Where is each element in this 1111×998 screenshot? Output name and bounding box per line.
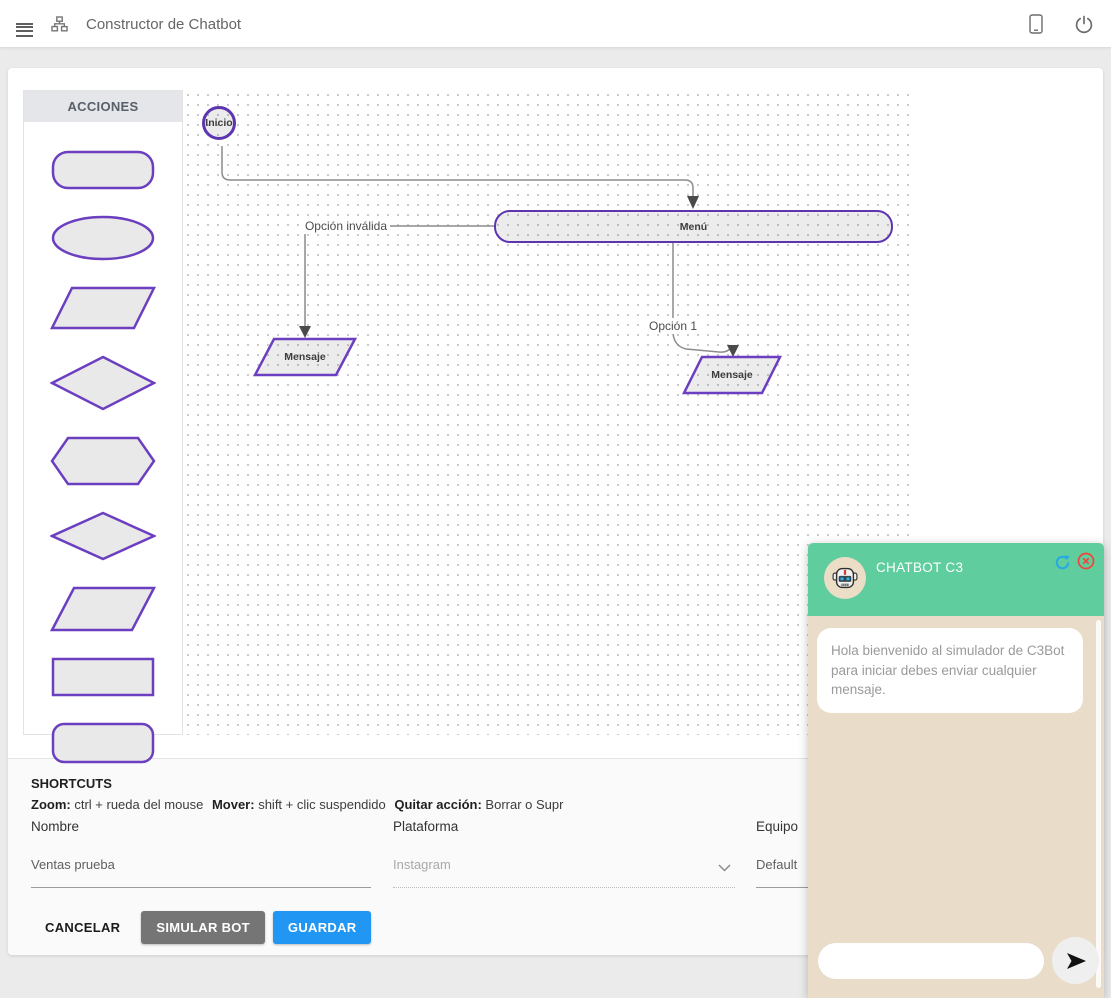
field-equipo-label: Equipo <box>756 819 799 834</box>
shape-rounded-rectangle[interactable] <box>51 150 155 190</box>
top-navbar: Constructor de Chatbot <box>0 0 1111 48</box>
send-button[interactable] <box>1052 937 1099 984</box>
chat-message-input[interactable] <box>818 943 1044 979</box>
page-title: Constructor de Chatbot <box>86 15 242 33</box>
chevron-down-icon[interactable] <box>718 859 731 877</box>
flow-node-mensaje-2[interactable]: Mensaje <box>681 355 783 395</box>
refresh-icon[interactable] <box>1054 554 1071 576</box>
shape-parallelogram-2[interactable] <box>50 586 156 632</box>
shape-ellipse[interactable] <box>51 215 155 261</box>
shape-hexagon[interactable] <box>50 436 156 486</box>
robot-icon <box>832 567 858 589</box>
actions-palette: ACCIONES <box>23 90 183 764</box>
nombre-underline <box>31 887 371 888</box>
plataforma-underline <box>393 887 735 888</box>
flow-node-label: Mensaje <box>711 369 753 381</box>
shortcuts-title: SHORTCUTS <box>31 776 112 791</box>
shortcut-value: ctrl + rueda del mouse <box>74 797 204 812</box>
shortcut-value: Borrar o Supr <box>485 797 564 812</box>
flow-node-inicio[interactable]: Inicio <box>202 106 236 140</box>
shortcut-key: Quitar acción: <box>394 797 482 812</box>
field-plataforma: Plataforma Instagram <box>393 819 735 899</box>
shape-diamond[interactable] <box>50 355 156 411</box>
save-button[interactable]: GUARDAR <box>272 911 372 944</box>
flow-edges <box>221 146 739 357</box>
flow-node-label: Mensaje <box>284 351 326 363</box>
power-logout-icon[interactable] <box>1075 15 1093 34</box>
bot-message-bubble: Hola bienvenido al simulador de C3Bot pa… <box>817 628 1083 713</box>
bot-avatar <box>824 557 866 599</box>
edge-label-opcion-1: Opción 1 <box>645 318 701 334</box>
chat-scrollbar[interactable] <box>1096 620 1101 988</box>
simulate-bot-button[interactable]: SIMULAR BOT <box>141 911 265 944</box>
shape-parallelogram[interactable] <box>50 286 156 330</box>
field-nombre: Nombre <box>31 819 371 899</box>
shortcut-key: Zoom: <box>31 797 71 812</box>
action-buttons-row: CANCELAR SIMULAR BOT GUARDAR <box>34 911 372 944</box>
shape-wide-diamond[interactable] <box>50 511 156 561</box>
close-icon[interactable] <box>1077 552 1095 575</box>
flow-node-menu[interactable]: Menú <box>494 210 893 243</box>
shortcut-key: Mover: <box>211 797 255 812</box>
menu-hamburger-icon[interactable] <box>16 21 33 37</box>
shortcuts-line: Zoom: ctrl + rueda del mouse Mover: shif… <box>31 797 568 812</box>
flow-node-label: Menú <box>679 220 708 233</box>
field-nombre-label: Nombre <box>31 819 80 834</box>
shape-rectangle[interactable] <box>51 657 155 697</box>
actions-palette-title: ACCIONES <box>24 91 182 122</box>
chat-title: CHATBOT C3 <box>876 560 964 575</box>
send-icon <box>1066 952 1086 969</box>
equipo-select[interactable]: Default <box>756 857 798 872</box>
shortcut-value: shift + clic suspendido <box>258 797 386 812</box>
mobile-preview-icon[interactable] <box>1029 14 1043 34</box>
chat-header: CHATBOT C3 <box>808 543 1104 616</box>
shape-rounded-rectangle-2[interactable] <box>51 722 155 764</box>
cancel-button[interactable]: CANCELAR <box>34 911 131 944</box>
field-plataforma-label: Plataforma <box>393 819 459 834</box>
flow-canvas[interactable]: Inicio Menú Mensaje Mensaje Opción invál… <box>183 90 915 735</box>
chat-body: Hola bienvenido al simulador de C3Bot pa… <box>808 616 1104 998</box>
sitemap-icon <box>51 16 68 32</box>
chat-simulator-widget: CHATBOT C3 Hola bienvenido al simulador … <box>808 543 1104 998</box>
edge-label-opcion-invalida: Opción inválida <box>301 218 391 234</box>
nombre-input[interactable] <box>31 857 371 872</box>
flow-node-mensaje-1[interactable]: Mensaje <box>252 337 358 377</box>
flow-node-label: Inicio <box>205 117 233 129</box>
plataforma-select[interactable]: Instagram <box>393 857 451 872</box>
